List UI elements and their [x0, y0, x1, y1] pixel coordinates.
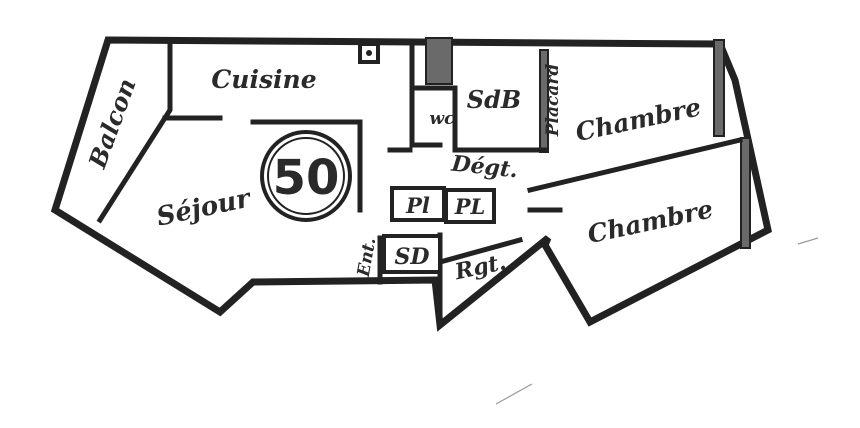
room-label-chambre-2: Chambre	[585, 194, 716, 249]
area-marker: 50	[273, 150, 340, 206]
sd-box	[382, 234, 442, 274]
room-label-placard: Placard	[543, 64, 563, 138]
room-label-degt: Dégt.	[449, 151, 519, 184]
room-label-wc: wc	[430, 109, 456, 129]
scan-speck	[495, 383, 533, 405]
wall-cuisine-sejour	[250, 119, 363, 213]
wall-rgt-top	[436, 236, 524, 266]
room-label-sejour: Séjour	[154, 183, 255, 233]
wall-balcon-sejour	[96, 39, 173, 224]
outer-wall	[50, 36, 772, 332]
room-label-chambre-1: Chambre	[573, 92, 704, 147]
room-label-sdb: SdB	[467, 85, 521, 114]
pl-box-2	[444, 188, 496, 224]
area-circle	[260, 130, 352, 222]
scan-speck	[797, 237, 819, 245]
hatched-wall-top	[425, 37, 453, 85]
wall-chambres	[526, 136, 744, 194]
room-label-cuisine: Cuisine	[211, 65, 316, 94]
hatched-wall-right	[713, 39, 725, 137]
closet-label-pl-1: Pl	[405, 193, 430, 218]
closet-label-pl-2: PL	[454, 194, 486, 219]
cuisine-appliance-knob	[366, 50, 372, 56]
area-circle-inner	[267, 137, 345, 215]
hatched-wall-right-lower	[740, 137, 751, 249]
room-label-entree: Ent.	[354, 236, 381, 279]
wall-wc-mid	[409, 85, 458, 153]
closet-label-sd: SD	[395, 244, 430, 270]
